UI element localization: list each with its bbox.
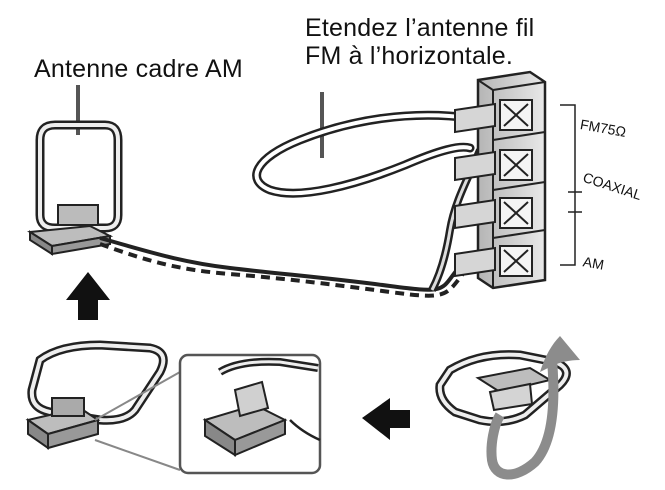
detail-zoom-box — [178, 353, 322, 475]
antenna-terminal-block — [454, 70, 582, 290]
am-loop-antenna — [27, 120, 123, 256]
antenna-folding-view — [435, 350, 571, 427]
fm-wire-antenna — [252, 110, 484, 292]
am-twisted-wire — [99, 236, 468, 298]
antenna-assembled-view — [25, 340, 168, 450]
fm-instruction-line-2: FM à l’horizontale. — [305, 42, 514, 70]
fm-instruction-line-1: Etendez l’antenne fil — [305, 14, 535, 42]
up-arrow-icon — [66, 272, 110, 320]
rotate-arrow-icon — [486, 336, 580, 480]
am-loop-antenna-label: Antenne cadre AM — [34, 55, 243, 83]
left-arrow-icon — [362, 398, 410, 440]
terminal-am-label: AM — [581, 253, 606, 273]
